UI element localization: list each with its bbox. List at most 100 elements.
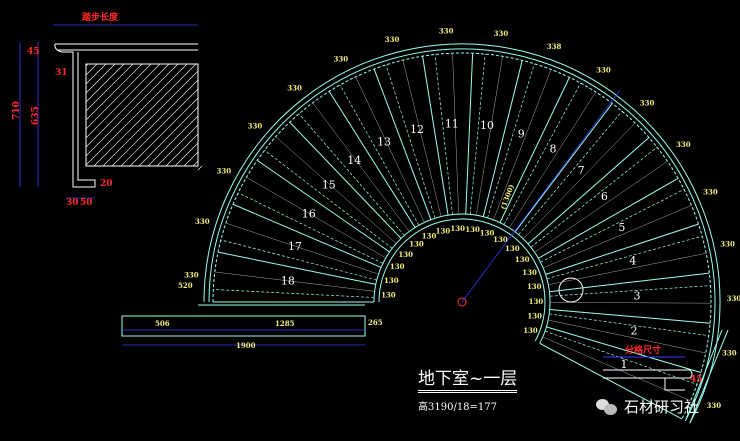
outer-step-dim: 338 <box>547 42 562 51</box>
hatch-line <box>85 63 125 103</box>
hatch-line <box>174 142 199 167</box>
step-number: 10 <box>480 119 494 132</box>
tread-length-label: 踏步长度 <box>82 11 119 23</box>
wechat-icon <box>596 398 618 415</box>
step-center-line <box>312 102 410 232</box>
step-number: 17 <box>288 240 302 253</box>
step-number: 3 <box>633 289 640 302</box>
hatch-line <box>192 160 199 167</box>
hatch-line <box>85 63 188 166</box>
outer-step-dim: 330 <box>287 84 302 93</box>
step-nosing-line <box>434 54 453 215</box>
step-number: 7 <box>578 164 585 177</box>
step-nosing-line <box>264 149 393 249</box>
step-nosing-line <box>238 192 384 264</box>
step-number: 12 <box>410 123 424 136</box>
outer-step-dim: 330 <box>334 54 349 63</box>
hatch-line <box>85 63 116 94</box>
hatch-line <box>85 63 179 157</box>
inner-step-dim: 130 <box>381 291 396 300</box>
step-center-line <box>522 122 636 239</box>
dim-left: 506 <box>155 319 170 328</box>
outer-step-dim: 330 <box>706 401 721 410</box>
center-mark <box>457 297 467 307</box>
step-nosing-line <box>213 289 375 298</box>
inner-step-dim: 130 <box>527 282 542 291</box>
inner-arc <box>373 213 551 344</box>
dim-riser-height: 635 <box>31 106 41 125</box>
step-center-line <box>493 69 552 220</box>
step-edge <box>328 91 416 228</box>
outer-arc <box>208 48 716 422</box>
hatch-line <box>120 88 199 167</box>
step-edge <box>538 177 679 259</box>
step-number: 16 <box>302 207 316 220</box>
step-edge <box>256 159 390 253</box>
step-edge <box>539 342 683 420</box>
watermark: 石材研习社 <box>596 396 699 417</box>
dim-base-a: 30 <box>66 198 79 208</box>
hatch-line <box>85 63 89 67</box>
step-number: 8 <box>550 143 557 156</box>
step-center-line <box>225 222 379 275</box>
outer-step-dim: 330 <box>596 66 611 75</box>
hatch-line <box>129 97 199 167</box>
outer-step-dim: 330 <box>439 26 454 35</box>
step-center-line <box>452 53 459 215</box>
step-edge <box>545 223 699 275</box>
hatch-line <box>85 63 161 139</box>
joint-section-detail <box>603 356 693 391</box>
inner-step-dim: 130 <box>493 235 508 244</box>
step-nosing-line <box>220 239 377 281</box>
step-center-line <box>542 336 691 402</box>
bottom-landing <box>121 304 366 337</box>
step-center-line <box>402 60 442 217</box>
inner-step-dim: 130 <box>422 232 437 241</box>
inner-step-dim: 130 <box>390 262 405 271</box>
hatch-line <box>197 165 203 171</box>
step-nosing-line <box>298 113 405 236</box>
dim-height-left: 520 <box>178 281 193 290</box>
hatch-line <box>102 70 199 167</box>
step-number: 1 <box>621 358 628 371</box>
outer-step-dim: 330 <box>385 35 400 44</box>
dim-total-height: 710 <box>12 101 22 120</box>
step-number: 11 <box>445 117 459 130</box>
outer-step-dim: 330 <box>195 217 210 226</box>
step-number: 4 <box>629 254 636 267</box>
step-nosing-line <box>549 313 709 337</box>
step-center-line <box>548 319 706 354</box>
step-number: 14 <box>347 154 361 167</box>
step-nosing-line <box>530 146 658 248</box>
dim-height-right: 265 <box>368 318 383 327</box>
step-center-line <box>509 91 596 228</box>
step-edge <box>546 326 701 373</box>
step-edge <box>465 53 474 215</box>
step-nosing-line <box>469 54 486 215</box>
outer-step-dim: 330 <box>722 348 737 357</box>
step-center-line <box>549 302 711 304</box>
hatch-line <box>93 63 197 167</box>
step-edge <box>232 203 382 268</box>
outer-step-dim: 330 <box>720 239 735 248</box>
hatch-line <box>85 63 107 85</box>
outer-step-dim: 330 <box>640 99 655 108</box>
hatch-line <box>85 63 170 148</box>
step-nosing-line <box>546 235 703 280</box>
inner-step-dim: 130 <box>436 226 451 235</box>
step-nosing-line <box>487 63 535 218</box>
step-edge <box>549 272 710 293</box>
step-edge <box>373 68 432 220</box>
step-center-line <box>476 56 503 216</box>
outer-wall-end <box>684 329 729 424</box>
outer-step-dim: 330 <box>494 29 509 38</box>
step-nosing-line <box>339 84 420 226</box>
dim-lip: 31 <box>55 68 68 78</box>
radius-line <box>461 89 621 303</box>
step-edge <box>217 251 376 285</box>
dim-base-height: 20 <box>100 179 113 189</box>
stone-hatch-area <box>85 63 199 167</box>
step-edge <box>549 309 711 324</box>
hatch-line <box>147 115 199 167</box>
